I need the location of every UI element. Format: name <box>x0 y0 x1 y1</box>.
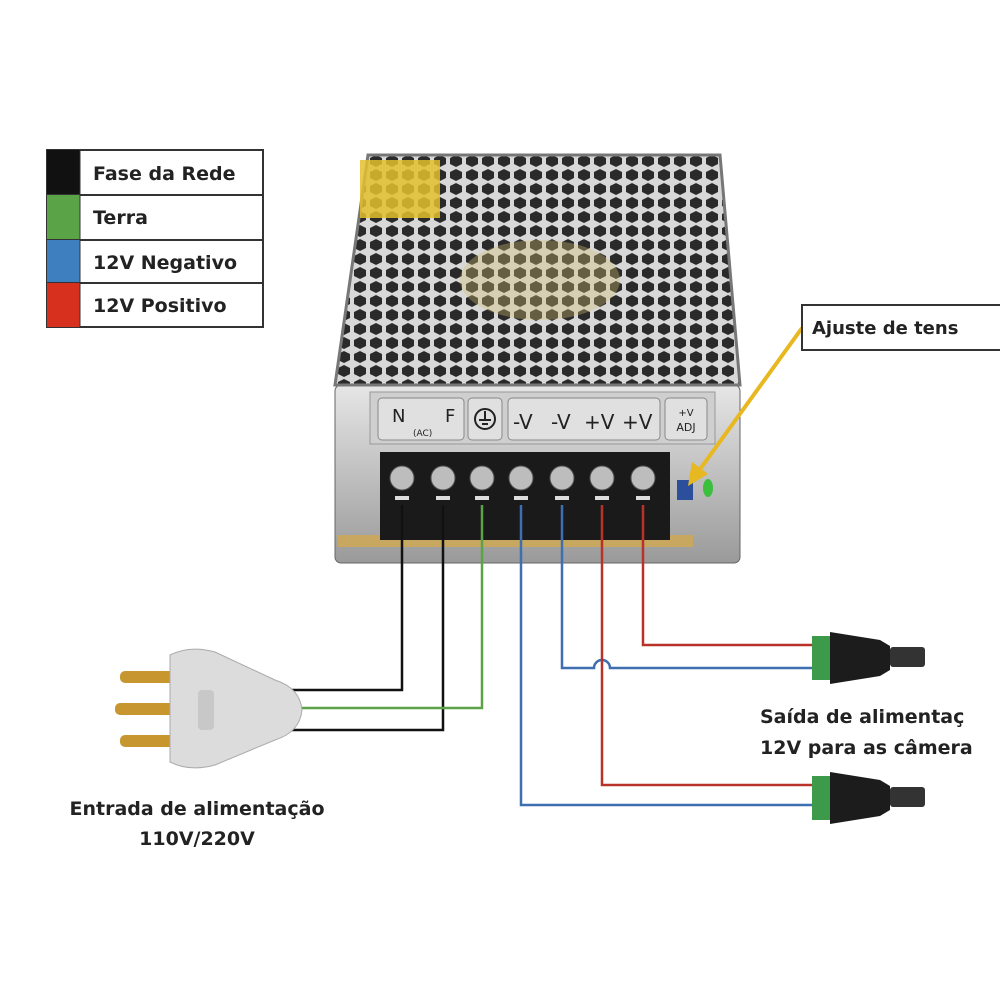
terminal-screw <box>589 465 615 491</box>
ground-symbol-icon <box>474 408 496 430</box>
wires <box>285 505 815 807</box>
terminal-label-plus-v: +V <box>622 410 653 434</box>
legend-row-positivo: 12V Positivo <box>47 283 227 327</box>
terminal-label-ac: (AC) <box>413 429 432 439</box>
terminal-screw <box>430 465 456 491</box>
legend-row-fase: Fase da Rede <box>47 150 236 195</box>
legend-row-negativo: 12V Negativo <box>47 240 237 283</box>
arrow <box>696 326 804 474</box>
adj-label-top: +V <box>678 408 693 419</box>
power-plug <box>115 648 303 769</box>
dc-connector-2 <box>812 772 925 824</box>
adjust-callout: Ajuste de tens <box>688 304 1000 486</box>
input-label-line1: Entrada de alimentação <box>69 798 324 820</box>
terminal-screw <box>508 465 534 491</box>
legend-swatch-black <box>47 150 80 195</box>
adjust-label: Ajuste de tens <box>812 318 958 339</box>
terminal-clamp <box>555 496 569 500</box>
legend-label: 12V Positivo <box>93 295 227 317</box>
legend-label: Terra <box>93 207 148 229</box>
output-label-line2: 12V para as câmera <box>760 737 973 759</box>
terminal-clamp <box>595 496 609 500</box>
warning-label <box>360 160 440 218</box>
terminal-screw <box>630 465 656 491</box>
terminal-clamp <box>395 496 409 500</box>
terminal-label-minus-v: -V <box>513 410 533 434</box>
wire-positive-1 <box>641 505 815 647</box>
adj-label-bottom: ADJ <box>676 421 695 434</box>
terminal-label-f: F <box>445 406 455 427</box>
wire-ground <box>285 505 484 710</box>
legend-swatch-red <box>47 283 80 327</box>
terminal-screw <box>549 465 575 491</box>
terminal-clamp <box>436 496 450 500</box>
power-supply: N F (AC) -V -V +V +V +V ADJ <box>333 153 742 564</box>
wire-phase <box>285 505 445 732</box>
legend-swatch-blue <box>47 240 80 283</box>
legend-label: Fase da Rede <box>93 163 236 185</box>
terminal-label-n: N <box>392 406 405 427</box>
arrow-head-icon <box>688 462 708 486</box>
terminal-clamp <box>636 496 650 500</box>
dc-connector-1 <box>812 632 925 684</box>
wire-neutral <box>285 505 404 692</box>
status-led <box>703 479 713 497</box>
input-label-line2: 110V/220V <box>139 828 255 850</box>
terminal-clamp <box>475 496 489 500</box>
terminal-screw <box>469 465 495 491</box>
terminal-label-plus-v: +V <box>584 410 615 434</box>
legend: Fase da Rede Terra 12V Negativo 12V Posi… <box>46 149 264 328</box>
legend-swatch-green <box>47 195 80 240</box>
terminal-screw <box>389 465 415 491</box>
terminal-clamp <box>514 496 528 500</box>
output-label-line1: Saída de alimentaç <box>760 706 964 728</box>
wire-positive-2 <box>600 505 815 787</box>
wire-negative-2 <box>519 505 815 807</box>
terminal-label-minus-v: -V <box>551 410 571 434</box>
legend-label: 12V Negativo <box>93 252 237 274</box>
legend-row-terra: Terra <box>47 195 148 240</box>
